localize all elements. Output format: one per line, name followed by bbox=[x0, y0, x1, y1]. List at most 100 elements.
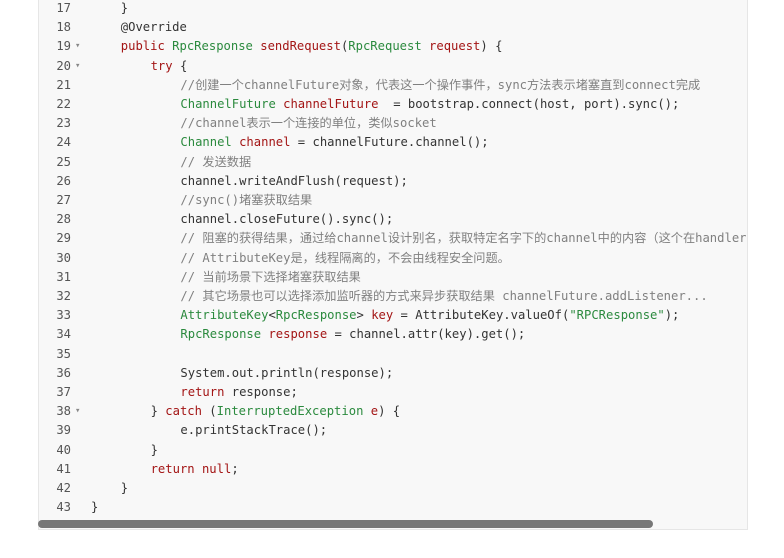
line-number: 34 bbox=[56, 327, 71, 342]
horizontal-scrollbar[interactable] bbox=[38, 520, 653, 528]
line-number: 18 bbox=[56, 20, 71, 35]
code-line: 35 bbox=[39, 345, 747, 364]
line-number: 23 bbox=[56, 116, 71, 131]
line-number: 32 bbox=[56, 289, 71, 303]
code-line: 39 e.printStackTrace(); bbox=[39, 421, 747, 440]
code-token: channel.closeFuture().sync(); bbox=[180, 212, 394, 227]
code-text: } catch (InterruptedException e) { bbox=[151, 402, 401, 421]
code-line: 29 // 阻塞的获得结果，通过给channel设计别名，获取特定名字下的chan… bbox=[39, 229, 748, 248]
code-text: } bbox=[121, 0, 128, 18]
code-line: 19 ▾ public RpcResponse sendRequest(RpcReq… bbox=[39, 37, 747, 56]
code-text: // 其它场景也可以选择添加监听器的方式来异步获取结果 channelFutur… bbox=[180, 287, 707, 306]
code-text: AttributeKey<RpcResponse> key = Attribut… bbox=[180, 306, 679, 325]
code-token: } bbox=[91, 500, 99, 515]
code-line: 38▾} catch (InterruptedException e) { bbox=[39, 402, 747, 421]
code-token: } bbox=[120, 481, 129, 495]
code-token: ChannelFuture bbox=[180, 97, 284, 111]
code-text: channel.writeAndFlush(request); bbox=[180, 172, 407, 191]
line-number: 33 bbox=[56, 308, 71, 323]
code-token: channel.writeAndFlush(request); bbox=[180, 173, 408, 188]
code-token: ( bbox=[340, 39, 349, 54]
code-token: RpcResponse bbox=[275, 308, 357, 323]
code-token: } bbox=[120, 1, 129, 15]
code-token: try bbox=[150, 58, 173, 73]
line-number: 29 bbox=[56, 231, 71, 246]
code-text: RpcResponse response = channel.attr(key)… bbox=[180, 325, 525, 344]
code-token: //channel表示一个连接的单位，类似socket bbox=[180, 116, 437, 131]
code-token: // 发送数据 bbox=[180, 154, 252, 169]
line-number: 30 bbox=[56, 250, 71, 265]
code-token: = channelFuture.channel(); bbox=[290, 135, 489, 150]
line-number: 42 bbox=[56, 481, 71, 495]
code-token: ) { bbox=[480, 39, 503, 54]
line-number: 21 bbox=[56, 77, 71, 92]
code-token: // AttributeKey是，线程隔离的，不会由线程安全问题。 bbox=[180, 250, 510, 265]
code-line: 31 // 当前场景下选择堵塞获取结果 bbox=[39, 268, 747, 287]
code-token: return bbox=[150, 461, 195, 476]
code-text: } bbox=[121, 479, 128, 498]
code-token: > bbox=[356, 308, 372, 323]
code-text: ChannelFuture channelFuture = bootstrap.… bbox=[180, 95, 679, 114]
code-line: 21//创建一个channelFuture对象，代表这一个操作事件，sync方法… bbox=[39, 76, 747, 95]
code-line: 23 //channel表示一个连接的单位，类似socket bbox=[39, 114, 747, 133]
code-token: ; bbox=[231, 461, 239, 476]
code-token: RpcResponse bbox=[172, 39, 261, 54]
code-token: e.printStackTrace(); bbox=[180, 423, 328, 438]
line-number: 17 bbox=[56, 1, 71, 15]
code-line: 34 RpcResponse response = channel.attr(ke… bbox=[39, 325, 747, 344]
code-token: Channel bbox=[180, 135, 240, 150]
line-number: 19 bbox=[56, 39, 71, 54]
code-text: Channel channel = channelFuture.channel(… bbox=[180, 133, 488, 152]
code-line: 25 // 发送数据 bbox=[39, 153, 747, 172]
line-number: 24 bbox=[56, 135, 71, 150]
code-token: catch bbox=[165, 404, 202, 419]
code-text: //channel表示一个连接的单位，类似socket bbox=[180, 114, 436, 133]
fold-toggle-icon[interactable]: ▾ bbox=[75, 60, 81, 71]
line-number: 39 bbox=[56, 423, 71, 438]
code-text: @Override bbox=[121, 18, 187, 37]
line-number: 40 bbox=[56, 442, 71, 457]
code-token: return bbox=[180, 385, 225, 399]
code-text: try { bbox=[151, 57, 188, 76]
code-line: 26 channel.writeAndFlush(request); bbox=[39, 172, 747, 191]
code-text: public RpcResponse sendRequest(RpcReques… bbox=[121, 37, 503, 56]
fold-toggle-icon[interactable]: ▾ bbox=[75, 41, 81, 52]
line-number: 26 bbox=[56, 173, 71, 188]
code-line: 42} bbox=[39, 479, 747, 498]
code-line: 24 Channel channel = channelFuture.channe… bbox=[39, 133, 747, 152]
fold-toggle-icon[interactable]: ▾ bbox=[75, 406, 81, 417]
code-text: //sync()堵塞获取结果 bbox=[180, 191, 312, 210]
code-token: null bbox=[194, 461, 232, 476]
code-line: 33 AttributeKey<RpcResponse> key = Attrib… bbox=[39, 306, 747, 325]
code-line: 20▾try { bbox=[39, 57, 747, 76]
code-line: 30 // AttributeKey是，线程隔离的，不会由线程安全问题。 bbox=[39, 249, 747, 268]
code-text: } bbox=[151, 441, 158, 460]
code-token: channel bbox=[239, 135, 291, 150]
line-number: 27 bbox=[56, 193, 71, 207]
line-number: 31 bbox=[56, 269, 71, 284]
code-line: 27 //sync()堵塞获取结果 bbox=[39, 191, 747, 210]
code-token: sendRequest bbox=[260, 39, 341, 54]
line-number: 28 bbox=[56, 212, 71, 227]
code-line: 18 @Override bbox=[39, 18, 747, 37]
code-token: public bbox=[120, 39, 173, 54]
code-token: // 当前场景下选择堵塞获取结果 bbox=[180, 269, 361, 284]
code-text: System.out.println(response); bbox=[180, 364, 393, 383]
code-token: request bbox=[429, 39, 481, 54]
code-text: // 发送数据 bbox=[180, 153, 251, 172]
code-text: // AttributeKey是，线程隔离的，不会由线程安全问题。 bbox=[180, 249, 509, 268]
line-number: 41 bbox=[56, 461, 71, 476]
code-token: // 阻塞的获得结果，通过给channel设计别名，获取特定名字下的channe… bbox=[180, 231, 748, 246]
code-token: = bootstrap.connect(host, port).sync(); bbox=[378, 97, 680, 111]
code-text: // 当前场景下选择堵塞获取结果 bbox=[180, 268, 360, 287]
code-token: @Override bbox=[120, 20, 187, 35]
line-number: 25 bbox=[56, 154, 71, 169]
code-line: 17} bbox=[39, 0, 747, 18]
code-text: channel.closeFuture().sync(); bbox=[180, 210, 393, 229]
code-token: } bbox=[150, 404, 166, 419]
code-token: //sync()堵塞获取结果 bbox=[180, 193, 313, 207]
code-token: ( bbox=[201, 404, 217, 419]
